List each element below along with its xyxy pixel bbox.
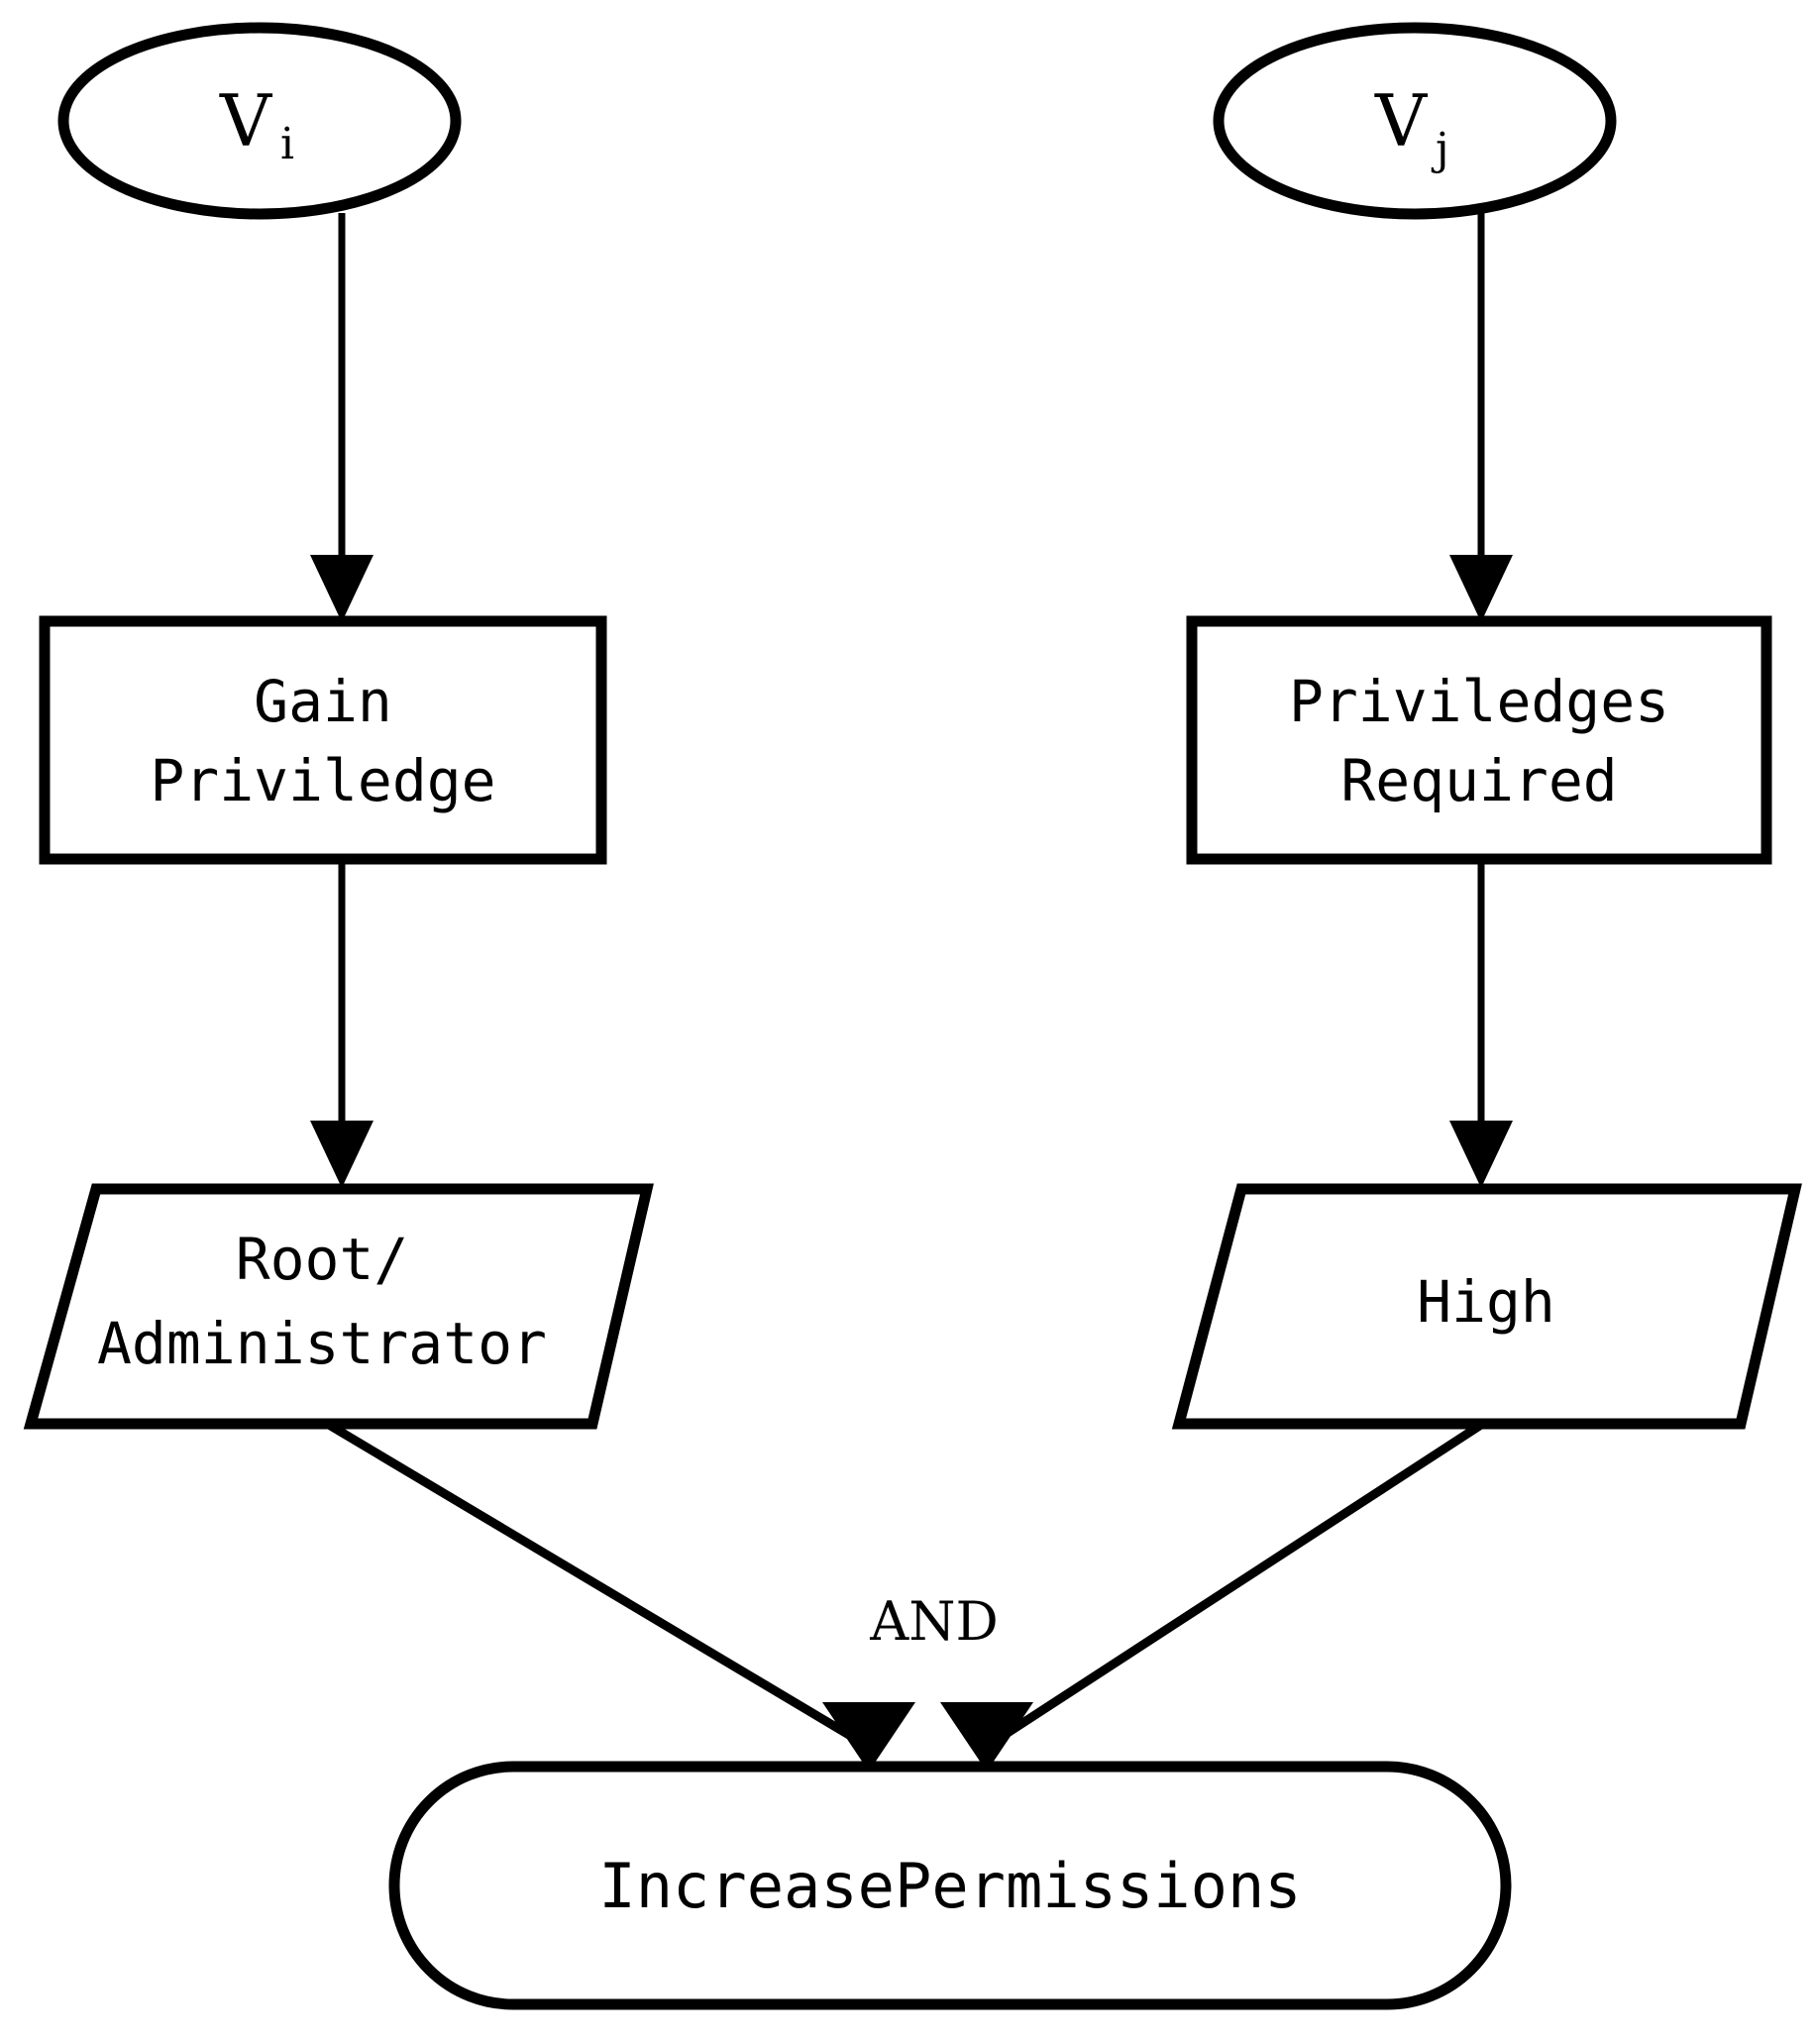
ellipse-shape-vi xyxy=(57,22,462,220)
node-label-priv-line1: Priviledges xyxy=(1289,668,1669,735)
node-effect-left[interactable]: Gain Priviledge xyxy=(39,615,607,865)
node-label-priv-line2: Required xyxy=(1340,747,1617,814)
edge-line-root-result xyxy=(326,1421,867,1748)
node-value-right[interactable]: High xyxy=(1171,1183,1802,1430)
edge-vj-to-priviledges-required xyxy=(1449,213,1513,622)
node-result[interactable]: IncreasePermissions xyxy=(388,1761,1512,2010)
rectangle-shape-gain-priviledge xyxy=(39,615,607,865)
and-operator-label: AND xyxy=(869,1590,999,1653)
edge-high-to-result xyxy=(940,1421,1484,1772)
ellipse-shape-vj xyxy=(1213,22,1617,220)
arrow-head-priv-high xyxy=(1449,1121,1513,1188)
edge-line-high-result xyxy=(988,1421,1484,1748)
parallelogram-shape-high xyxy=(1171,1183,1802,1430)
node-label-gain-line1: Gain xyxy=(254,668,392,735)
parallelogram-shape-root-admin xyxy=(23,1183,654,1430)
edge-vi-to-gain-priviledge xyxy=(310,213,373,622)
node-label-root-line1: Root/ xyxy=(236,1226,409,1293)
arrow-head-vi-gain xyxy=(310,555,373,622)
node-source-right[interactable]: V j xyxy=(1213,22,1617,220)
node-label-vj-sub: j xyxy=(1431,124,1449,174)
arrow-head-root-result xyxy=(822,1702,915,1772)
node-label-vj-base: V xyxy=(1374,79,1429,162)
stadium-shape-increase-permissions xyxy=(388,1761,1512,2010)
node-source-left[interactable]: V i xyxy=(57,22,462,220)
node-effect-right[interactable]: Priviledges Required xyxy=(1186,615,1772,865)
rectangle-shape-priviledges-required xyxy=(1186,615,1772,865)
node-label-increase-permissions: IncreasePermissions xyxy=(598,1850,1301,1922)
node-label-vi-sub: i xyxy=(280,119,294,169)
edge-root-admin-to-result xyxy=(326,1421,915,1772)
node-label-root-line2: Administrator xyxy=(97,1310,547,1377)
arrow-head-high-result xyxy=(940,1702,1033,1772)
node-label-vi-base: V xyxy=(219,79,273,162)
node-value-left[interactable]: Root/ Administrator xyxy=(23,1183,654,1430)
node-label-high-line1: High xyxy=(1417,1268,1555,1336)
node-label-gain-line2: Priviledge xyxy=(150,747,495,814)
edge-gain-to-root-admin xyxy=(310,859,373,1188)
arrow-head-vj-priv xyxy=(1449,555,1513,622)
arrow-head-gain-root xyxy=(310,1121,373,1188)
edge-priviledges-to-high xyxy=(1449,859,1513,1188)
